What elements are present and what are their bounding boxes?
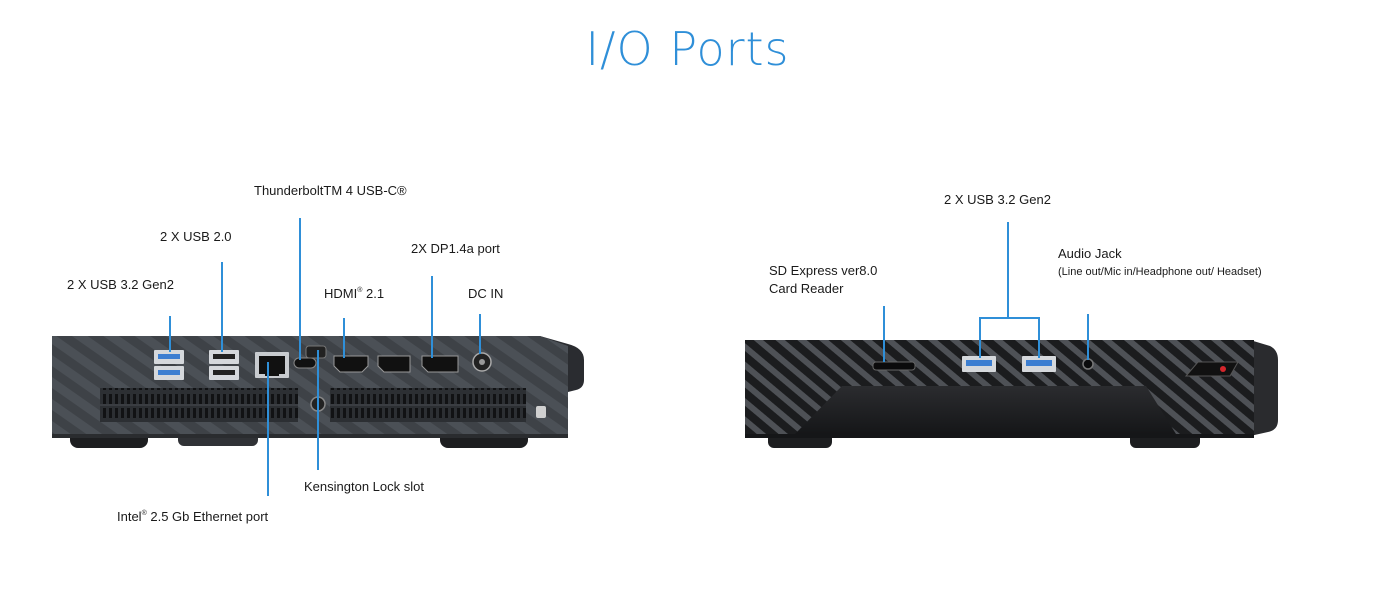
usb20-port-icon: [209, 350, 239, 380]
lock-indicator-icon: [536, 406, 546, 418]
usb32-port-icon: [154, 350, 184, 380]
label-dp: 2X DP1.4a port: [411, 241, 500, 256]
label-kensington: Kensington Lock slot: [304, 479, 424, 494]
label-dcin: DC IN: [468, 286, 504, 301]
label-usb32: 2 X USB 3.2 Gen2: [67, 277, 174, 292]
thunderbolt-port-icon: [293, 357, 317, 369]
audio-jack-icon: [1082, 358, 1094, 370]
label-usb20: 2 X USB 2.0: [160, 229, 232, 244]
kensington-lock-icon: [305, 345, 327, 359]
rear-panel-device: [52, 336, 584, 448]
device-side: [1250, 340, 1278, 436]
power-button-icon: [1184, 361, 1239, 377]
label-audio-jack: Audio Jack: [1058, 246, 1122, 261]
front-callout-lines: [883, 222, 1089, 362]
dp-port-icon: [377, 355, 411, 373]
page-title: I/O Ports: [585, 22, 790, 76]
hdmi-port-icon: [333, 355, 369, 373]
ethernet-port-icon: [255, 352, 289, 378]
sd-card-slot-icon: [872, 361, 916, 371]
label-sd-line1: SD Express ver8.0: [769, 263, 878, 278]
label-ethernet: Intel® 2.5 Gb Ethernet port: [117, 509, 269, 524]
label-hdmi: HDMI® 2.1: [324, 286, 385, 301]
front-panel-device: [745, 340, 1278, 448]
front-shelf: [795, 386, 1176, 434]
label-front-usb32: 2 X USB 3.2 Gen2: [944, 192, 1051, 207]
label-thunderbolt: ThunderboltTM 4 USB-C®: [254, 183, 407, 198]
rear-callout-lines: [169, 218, 481, 496]
label-sd-line2: Card Reader: [769, 281, 844, 296]
label-audio-detail: (Line out/Mic in/Headphone out/ Headset): [1058, 266, 1262, 278]
dp-port-icon: [421, 355, 459, 373]
front-usb32-port-icon: [962, 356, 1056, 372]
